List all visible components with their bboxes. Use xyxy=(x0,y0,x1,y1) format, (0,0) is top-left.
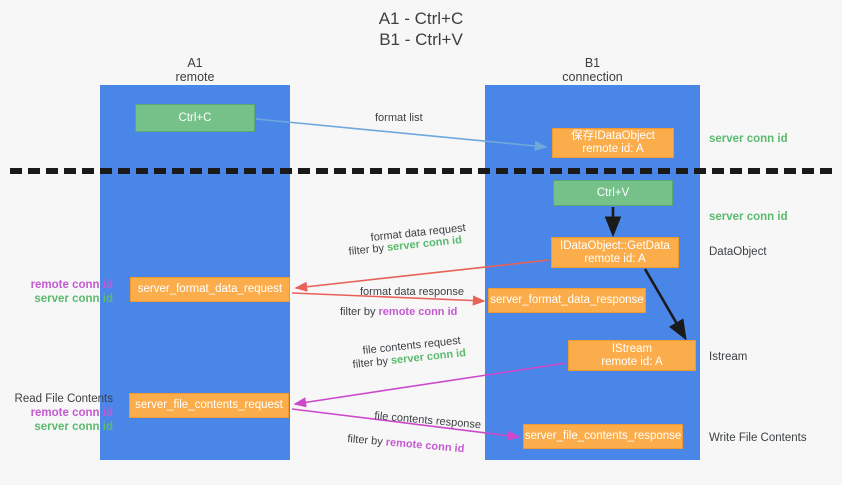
lane-header-b1: B1 connection xyxy=(562,56,623,84)
annotation-write-file-contents: Write File Contents xyxy=(709,432,807,444)
annotation-remote-conn-id: remote conn id xyxy=(30,407,113,419)
annotation-server-conn-id-top: server conn id xyxy=(709,133,788,145)
node-istream-line2: remote id: A xyxy=(601,355,663,368)
node-server-format-data-response[interactable]: server_format_data_response xyxy=(488,288,646,313)
node-idataobject-getdata-line1: IDataObject::GetData xyxy=(560,239,670,252)
filter-value-remote-conn-id: remote conn id xyxy=(385,436,465,456)
annotation-left-read-file-contents: Read File Contents remote conn id server… xyxy=(8,392,113,434)
node-ctrl-v-label: Ctrl+V xyxy=(596,186,630,199)
node-ctrl-c-label: Ctrl+C xyxy=(178,111,212,124)
node-idataobject-getdata[interactable]: IDataObject::GetData remote id: A xyxy=(551,237,679,268)
node-server-file-contents-response-label: server_file_contents_response xyxy=(524,430,682,442)
annotation-server-conn-id: server conn id xyxy=(34,421,113,433)
node-ctrl-v[interactable]: Ctrl+V xyxy=(553,180,673,206)
node-server-format-data-request-label: server_format_data_request xyxy=(137,283,283,295)
annotation-server-conn-id: server conn id xyxy=(34,293,113,305)
node-server-file-contents-request[interactable]: server_file_contents_request xyxy=(129,393,289,418)
annotation-istream: Istream xyxy=(709,351,748,363)
node-ctrl-c[interactable]: Ctrl+C xyxy=(135,104,255,132)
node-save-idataobject-line1: 保存IDataObject xyxy=(571,130,655,142)
node-istream[interactable]: IStream remote id: A xyxy=(568,340,696,371)
edge-label-file-contents-response-filter: filter by remote conn id xyxy=(347,432,465,456)
node-istream-line1: IStream xyxy=(611,342,653,355)
edge-label-format-list: format list xyxy=(375,112,423,124)
annotation-remote-conn-id: remote conn id xyxy=(30,279,113,291)
node-save-idataobject-line2: remote id: A xyxy=(582,143,644,155)
node-server-file-contents-request-label: server_file_contents_request xyxy=(135,399,283,411)
edge-label-file-contents-response: file contents response xyxy=(373,409,482,432)
phase-separator-dashed-line xyxy=(10,168,832,174)
annotation-dataobject: DataObject xyxy=(709,246,767,258)
filter-prefix: filter by xyxy=(340,306,379,318)
edge-label-format-data-response: format data response xyxy=(360,286,464,298)
annotation-read-file-contents: Read File Contents xyxy=(14,393,113,405)
filter-prefix: filter by xyxy=(346,432,387,449)
node-server-format-data-request[interactable]: server_format_data_request xyxy=(130,277,290,302)
node-server-file-contents-response[interactable]: server_file_contents_response xyxy=(523,424,683,449)
filter-prefix: filter by xyxy=(352,354,392,371)
lane-header-a1: A1 remote xyxy=(175,56,215,84)
filter-prefix: filter by xyxy=(348,241,388,258)
node-server-format-data-response-label: server_format_data_response xyxy=(490,294,644,306)
filter-value-remote-conn-id: remote conn id xyxy=(378,306,458,318)
node-save-idataobject[interactable]: 保存IDataObject remote id: A xyxy=(552,128,674,158)
annotation-server-conn-id-mid: server conn id xyxy=(709,211,788,223)
edge-label-format-data-response-filter: filter by remote conn id xyxy=(340,305,457,319)
page-title: A1 - Ctrl+C B1 - Ctrl+V xyxy=(378,9,464,49)
node-idataobject-getdata-line2: remote id: A xyxy=(584,252,646,265)
annotation-left-conn-ids-upper: remote conn id server conn id xyxy=(8,278,113,306)
